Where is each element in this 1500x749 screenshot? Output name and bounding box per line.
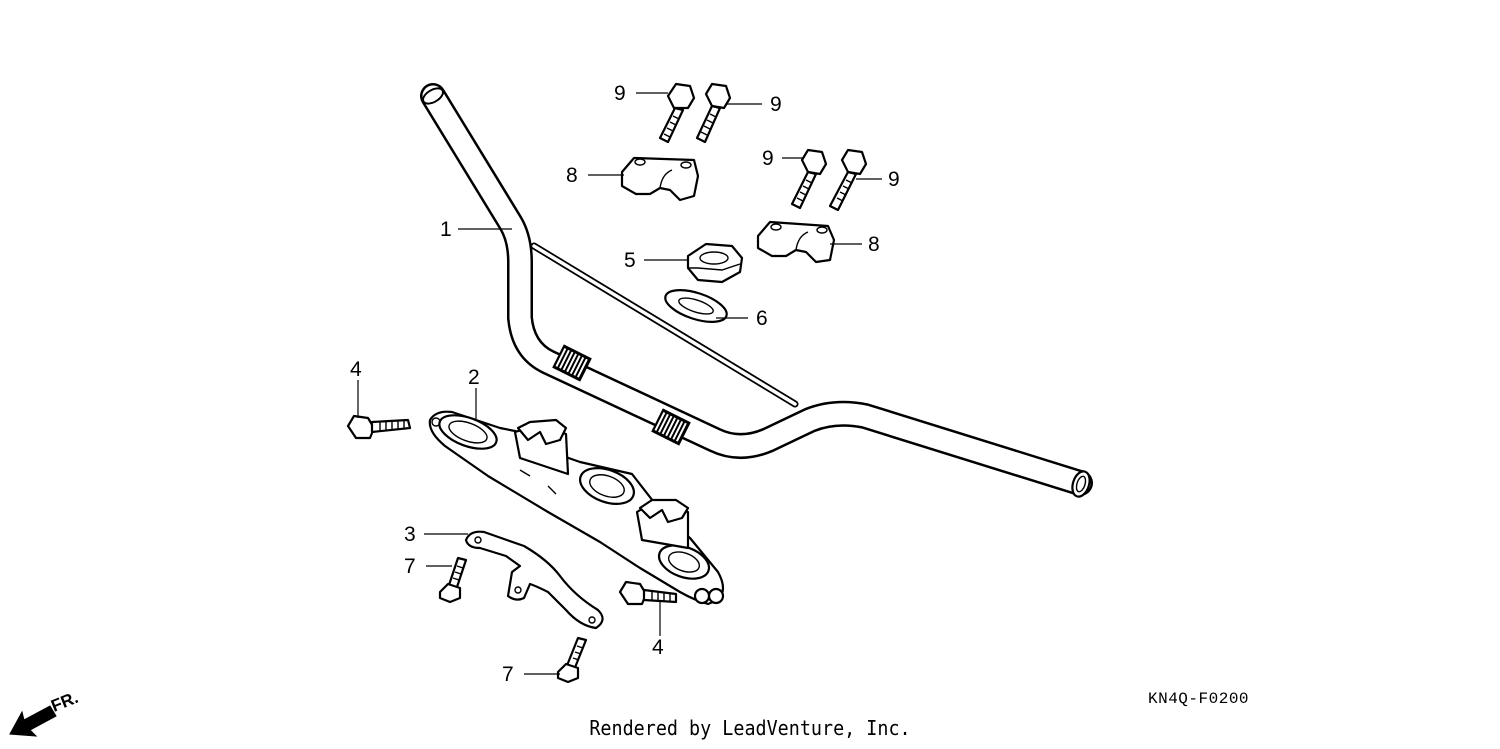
stay-bracket bbox=[464, 530, 604, 630]
callout-3: 3 bbox=[404, 523, 416, 546]
bolt-9-b bbox=[695, 82, 732, 144]
callout-8-left: 8 bbox=[566, 164, 578, 187]
bolt-4-a bbox=[346, 414, 412, 440]
bolt-7-a bbox=[438, 556, 468, 604]
callout-4-bottom: 4 bbox=[652, 636, 664, 659]
callout-7-lower: 7 bbox=[502, 663, 514, 686]
callout-9-b: 9 bbox=[770, 93, 782, 116]
top-bridge bbox=[428, 410, 725, 606]
knurl-right bbox=[651, 408, 691, 446]
nut bbox=[686, 242, 744, 284]
callout-7-upper: 7 bbox=[404, 555, 416, 578]
washer bbox=[664, 289, 728, 323]
bolt-9-c bbox=[790, 148, 828, 210]
front-label: FR. bbox=[48, 688, 81, 716]
diagram-code: KN4Q-F0200 bbox=[1148, 690, 1250, 708]
front-arrow-icon bbox=[9, 705, 57, 737]
callout-9-c: 9 bbox=[762, 147, 774, 170]
callout-1: 1 bbox=[440, 218, 452, 241]
callout-9-d: 9 bbox=[888, 168, 900, 191]
holder-cap-right bbox=[756, 220, 836, 264]
bolt-4-b bbox=[618, 580, 678, 606]
callout-9-a: 9 bbox=[614, 82, 626, 105]
bolt-9-d bbox=[828, 148, 868, 212]
callout-4-top: 4 bbox=[350, 358, 362, 381]
bolt-7-b bbox=[556, 636, 588, 684]
callout-labels: 1 2 3 4 4 5 6 7 7 8 8 9 9 9 9 bbox=[350, 82, 900, 686]
bolt-9-a bbox=[658, 82, 696, 144]
callout-8-right: 8 bbox=[868, 233, 880, 256]
holder-cap-left bbox=[620, 156, 700, 202]
callout-2: 2 bbox=[468, 366, 480, 389]
callout-6: 6 bbox=[756, 307, 768, 330]
credit-line: Rendered by LeadVenture, Inc. bbox=[589, 716, 911, 740]
knurl-left bbox=[552, 344, 592, 382]
handlebar bbox=[420, 83, 1093, 498]
leader-lines bbox=[357, 92, 882, 675]
callout-5: 5 bbox=[624, 249, 636, 272]
